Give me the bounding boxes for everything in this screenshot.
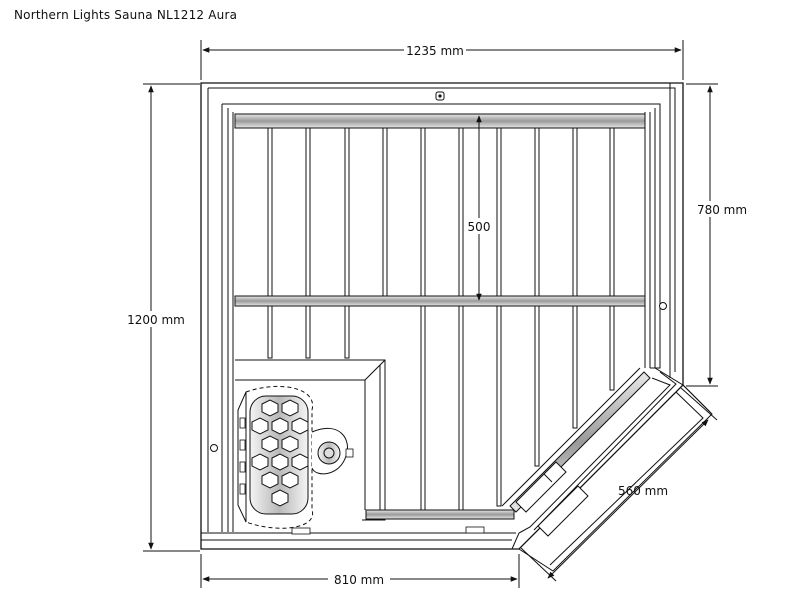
lower-bench-front [365, 367, 651, 520]
cabin-walls [200, 82, 684, 550]
width-label: 1235 mm [406, 44, 464, 58]
dimension-width: 1235 mm [200, 40, 684, 80]
dimension-depth: 1200 mm [124, 83, 200, 552]
light-fixture-icon [435, 91, 445, 101]
wall-bolt-icon [210, 444, 218, 452]
backrest-strip [234, 113, 646, 129]
side-depth-label: 780 mm [697, 203, 747, 217]
dimension-side-depth: 780 mm [686, 83, 750, 387]
bench-depth-label: 500 [468, 220, 491, 234]
corner-glass-door [511, 367, 713, 572]
dimension-front-width: 810 mm [200, 554, 520, 588]
depth-label: 1200 mm [127, 313, 185, 327]
front-width-label: 810 mm [334, 573, 384, 587]
dimension-bench-depth: 500 [464, 115, 494, 301]
wall-bolt-icon [659, 302, 667, 310]
diagonal-label: 560 mm [618, 484, 668, 498]
diagram-title: Northern Lights Sauna NL1212 Aura [14, 8, 238, 22]
sauna-heater-icon [237, 385, 485, 535]
bench-edge-bar [234, 295, 646, 307]
heater-guard [235, 359, 386, 521]
